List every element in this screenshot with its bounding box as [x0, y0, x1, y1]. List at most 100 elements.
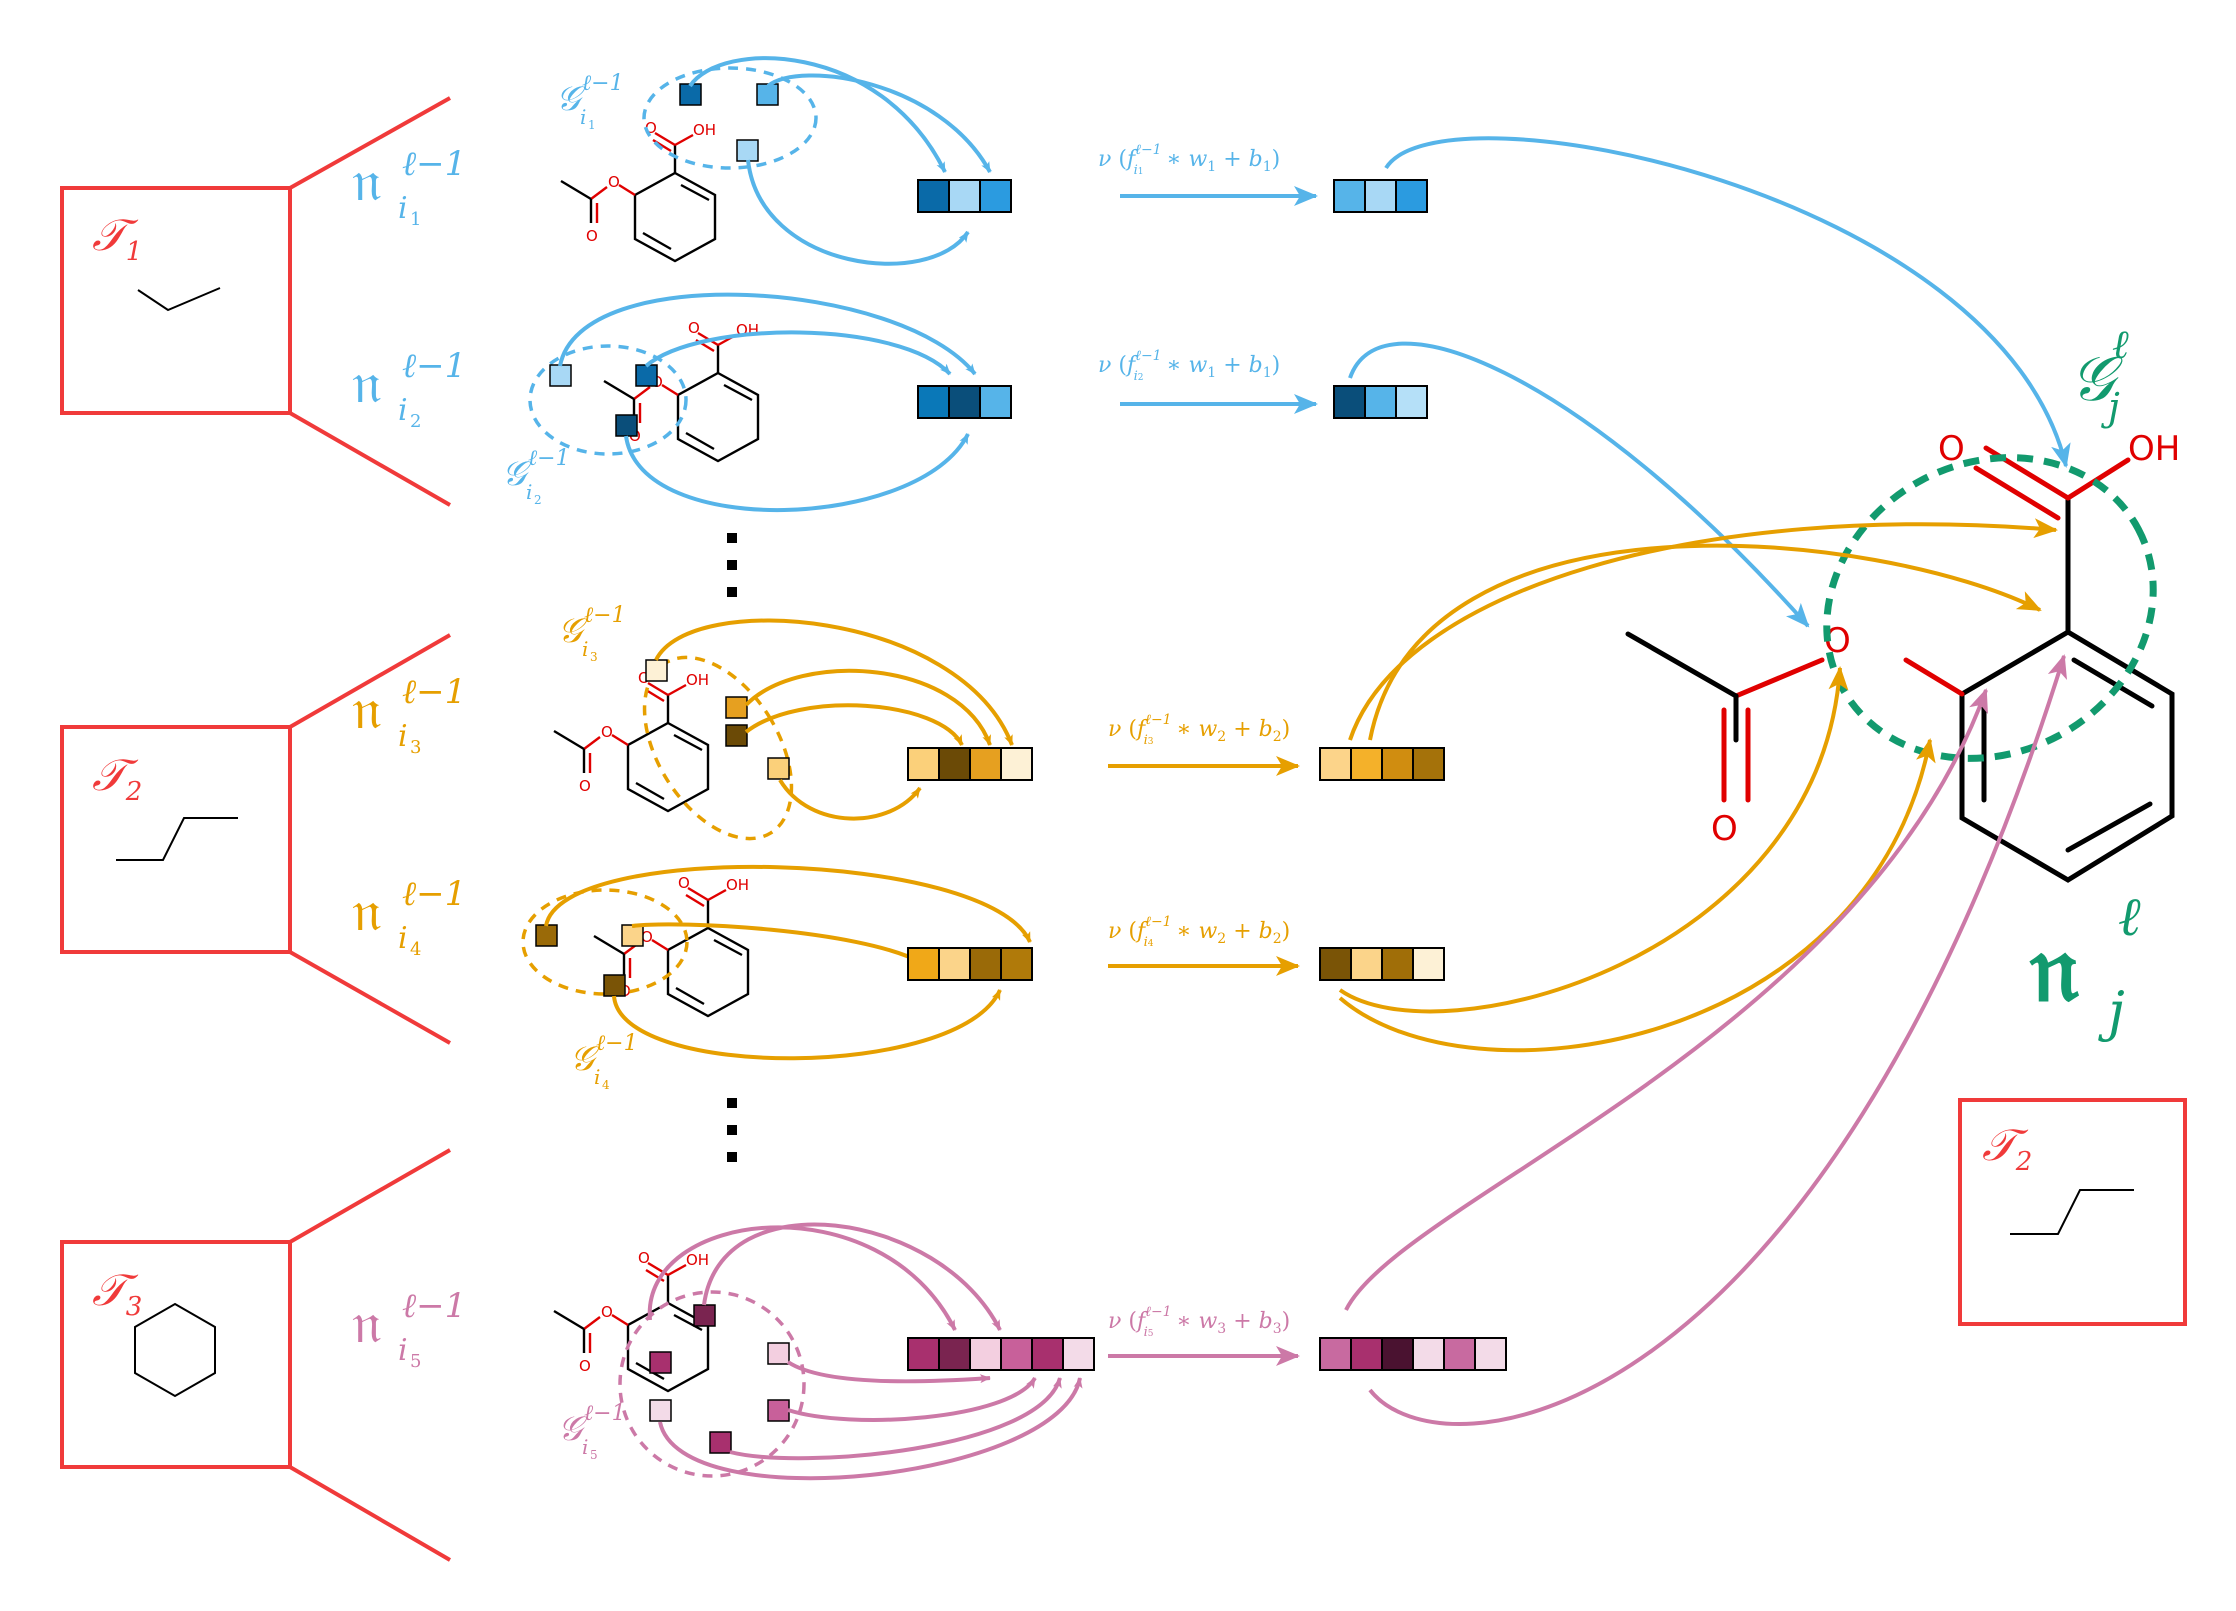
input-vector-1: [917, 179, 1012, 213]
svg-text:O: O: [1938, 429, 1965, 469]
vin5-cell: [907, 1337, 940, 1371]
target-node-label: 𝔫 ℓ j: [2029, 885, 2141, 1043]
receptive-field-4: 𝒢 ℓ−1 i 4: [521, 888, 689, 1092]
svg-text:4: 4: [602, 1078, 610, 1092]
vout3-cell: [1319, 747, 1352, 781]
neighbor-label-2: 𝔫 ℓ−1 i 2: [352, 346, 466, 432]
svg-text:i: i: [594, 1065, 600, 1089]
svg-text:𝔫: 𝔫: [352, 348, 381, 416]
receptive-field-1: 𝒢 ℓ−1 i 1: [556, 66, 818, 170]
template-2-box: [60, 725, 292, 954]
svg-text:3: 3: [590, 650, 598, 664]
svg-text:ν (fℓ−1i4 ∗ w2 + b2): ν (fℓ−1i4 ∗ w2 + b2): [1108, 914, 1290, 950]
svg-text:ℓ: ℓ: [2118, 885, 2141, 948]
gather-arrows-2: [558, 292, 977, 513]
vin5-cell: [938, 1337, 971, 1371]
vout1-cell: [1333, 179, 1366, 213]
svg-text:𝒢: 𝒢: [558, 611, 587, 651]
receptive-field-3: 𝒢 ℓ−1 i 3: [558, 603, 794, 841]
gather-arrows-3: [654, 618, 1014, 821]
input-vector-2: [917, 385, 1012, 419]
vout2-cell: [1364, 385, 1397, 419]
svg-text:2: 2: [534, 493, 542, 507]
vin2-cell: [979, 385, 1012, 419]
vin5-cell: [1000, 1337, 1033, 1371]
vin5-cell: [1062, 1337, 1095, 1371]
template-3-label: 𝒯3: [92, 1265, 142, 1322]
input-vector-5: [907, 1337, 1095, 1371]
aggregate-arrows-blue: [1348, 136, 2071, 628]
output-vector-5: [1319, 1337, 1507, 1371]
vin3-cell: [969, 747, 1002, 781]
vin4-cell: [1000, 947, 1033, 981]
svg-text:1: 1: [588, 118, 596, 132]
svg-text:𝒢: 𝒢: [556, 79, 585, 119]
svg-text:ℓ: ℓ: [2112, 322, 2129, 368]
svg-text:i: i: [398, 1333, 408, 1368]
svg-text:ℓ−1: ℓ−1: [402, 346, 466, 386]
vout4-cell: [1412, 947, 1445, 981]
template-1-group: 𝒯1: [60, 96, 451, 507]
molecule-row-3: [552, 667, 711, 813]
svg-text:ℓ−1: ℓ−1: [584, 603, 626, 628]
svg-text:i: i: [582, 1435, 588, 1459]
svg-text:ℓ−1: ℓ−1: [402, 672, 466, 712]
aggregate-arrows-pink: [1344, 654, 2068, 1426]
vin4-cell: [969, 947, 1002, 981]
gather-arrows-1: [688, 56, 992, 266]
neighbor-label-5: 𝔫 ℓ−1 i 5: [352, 1286, 466, 1372]
atom-features-2: [549, 364, 658, 437]
vin2-cell: [917, 385, 950, 419]
svg-text:ν (fℓ−1i1 ∗ w1 + b1): ν (fℓ−1i1 ∗ w1 + b1): [1098, 142, 1280, 178]
vin1-cell: [948, 179, 981, 213]
svg-text:𝒢: 𝒢: [558, 1409, 587, 1449]
atom-features-5: [649, 1304, 790, 1454]
template-1-shape-icon: [137, 287, 221, 312]
atom-features-3: [645, 659, 790, 780]
svg-text:𝒢: 𝒢: [502, 454, 531, 494]
svg-text:2: 2: [410, 411, 421, 432]
template-right-shape-icon: [2010, 1189, 2134, 1235]
template-2-shape-icon: [116, 817, 238, 861]
vout4-cell: [1381, 947, 1414, 981]
vin5-cell: [1031, 1337, 1064, 1371]
vin3-cell: [1000, 747, 1033, 781]
output-vector-2: [1333, 385, 1428, 419]
gather-arrows-5: [647, 1222, 1083, 1481]
vout4-cell: [1350, 947, 1383, 981]
output-vector-4: [1319, 947, 1445, 981]
svg-text:OH: OH: [2128, 429, 2180, 469]
vout5-cell: [1350, 1337, 1383, 1371]
svg-text:ν (fℓ−1i2 ∗ w1 + b1): ν (fℓ−1i2 ∗ w1 + b1): [1098, 348, 1280, 384]
vin1-cell: [979, 179, 1012, 213]
output-vector-3: [1319, 747, 1445, 781]
svg-text:i: i: [398, 719, 408, 754]
neighbor-label-1: 𝔫 ℓ−1 i 1: [352, 144, 466, 230]
svg-text:𝔫: 𝔫: [352, 1288, 381, 1356]
vin2-cell: [948, 385, 981, 419]
vin1-cell: [917, 179, 950, 213]
atom-features-4: [535, 924, 644, 997]
molecule-row-5: [552, 1247, 711, 1393]
vin4-cell: [907, 947, 940, 981]
vout4-cell: [1319, 947, 1352, 981]
svg-text:i: i: [526, 480, 532, 504]
target-receptive-field: 𝒢 ℓ j: [1823, 322, 2157, 762]
vout2-cell: [1333, 385, 1366, 419]
svg-text:ℓ−1: ℓ−1: [402, 874, 466, 914]
svg-text:i: i: [398, 921, 408, 956]
vout5-cell: [1474, 1337, 1507, 1371]
template-2-group: 𝒯2: [60, 633, 451, 1045]
vout3-cell: [1412, 747, 1445, 781]
vin4-cell: [938, 947, 971, 981]
vertical-ellipsis-1: [727, 533, 737, 597]
svg-text:j: j: [2098, 980, 2125, 1043]
svg-text:O: O: [1711, 809, 1738, 849]
svg-text:5: 5: [590, 1448, 598, 1462]
target-molecule: O OH O O: [1625, 429, 2180, 883]
